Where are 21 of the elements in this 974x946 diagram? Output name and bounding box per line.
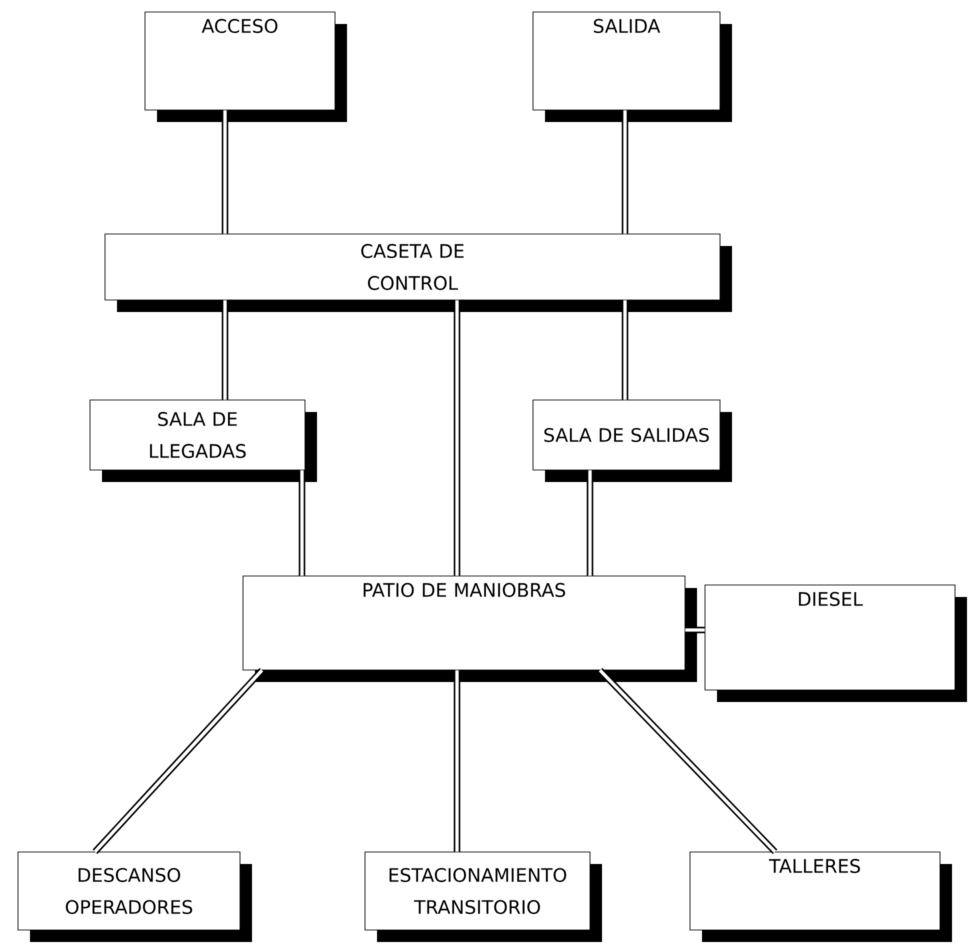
process-box: CASETA DE CONTROL [104, 234, 732, 312]
connector-line [622, 300, 628, 400]
connector-line [454, 670, 460, 852]
connector-line [454, 300, 460, 576]
process-box: ESTACIONAMIENTO TRANSITORIO [364, 852, 602, 942]
connector-line [222, 300, 228, 400]
connector-line [586, 470, 594, 576]
connector-line [222, 110, 228, 234]
process-box: TALLERES [690, 852, 952, 942]
connector-line [685, 626, 705, 634]
connector-line [298, 470, 306, 576]
connector-line [92, 668, 264, 854]
process-box: SALA DE LLEGADAS [90, 400, 317, 482]
process-box: PATIO DE MANIOBRAS [242, 576, 697, 682]
process-box: DESCANSO OPERADORES [18, 852, 252, 942]
process-box: DIESEL [704, 584, 968, 702]
process-box: SALA DE SALIDAS [532, 400, 732, 482]
connector-line [622, 110, 628, 234]
process-box: SALIDA [532, 12, 732, 122]
connector-line [598, 668, 778, 854]
process-box: ACCESO [144, 12, 347, 122]
